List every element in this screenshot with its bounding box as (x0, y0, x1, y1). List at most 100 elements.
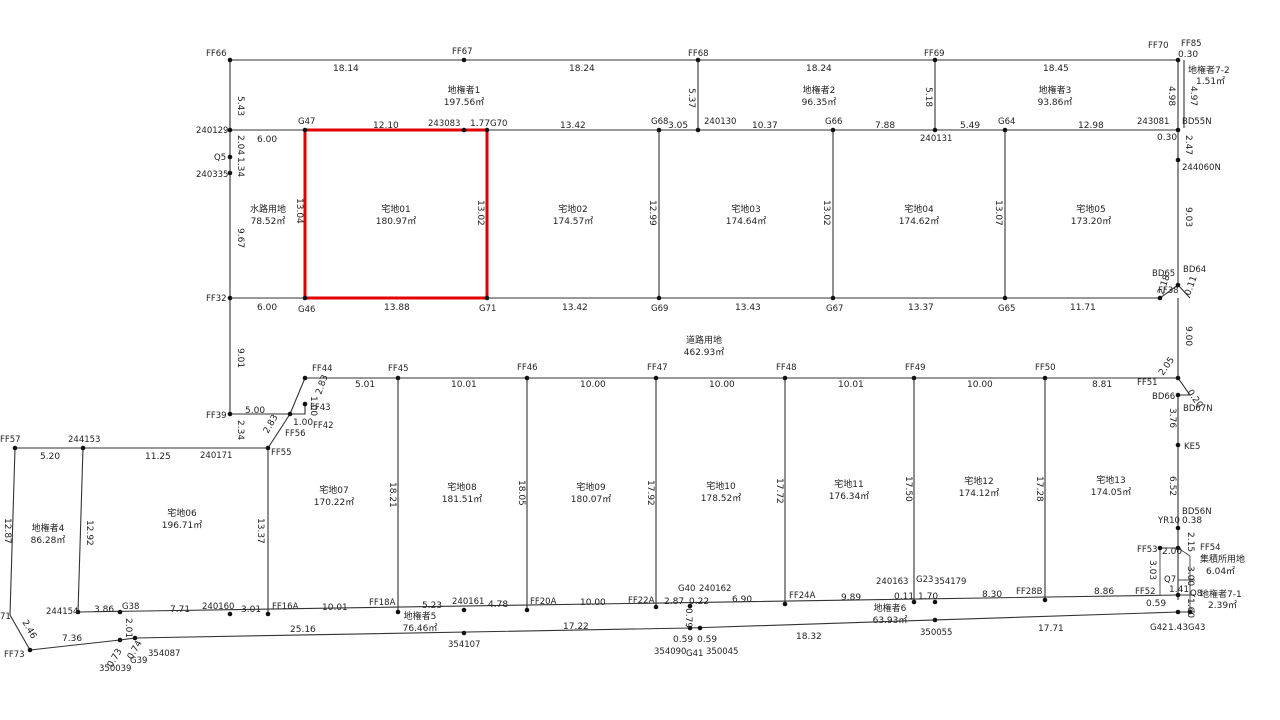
dim-label: 10.00 (580, 380, 606, 390)
point-label: G71 (479, 304, 496, 314)
point-label: BD55N (1182, 117, 1212, 127)
point-label: 71 (0, 612, 11, 622)
dim-label: 13.37 (255, 518, 265, 544)
dim-label: 12.10 (373, 121, 399, 131)
point-label: 240161 (452, 597, 484, 607)
svg-text:63.93㎡: 63.93㎡ (873, 615, 908, 626)
dim-label: 10.00 (967, 380, 993, 390)
point-label: FF70 (1148, 41, 1169, 51)
dim-label: 4.98 (1166, 86, 1176, 106)
svg-text:96.35㎡: 96.35㎡ (802, 97, 837, 108)
point-label: G64 (998, 117, 1015, 127)
point-label: 244153 (68, 435, 100, 445)
dim-label: 7.71 (170, 605, 190, 615)
point-label: FF42 (313, 421, 334, 431)
point-label: FF24A (789, 591, 816, 601)
svg-text:173.20㎡: 173.20㎡ (1071, 216, 1112, 227)
svg-text:地権者3: 地権者3 (1039, 84, 1072, 96)
point-label: 240171 (200, 451, 232, 461)
dim-label: 17.22 (563, 622, 589, 632)
svg-text:86.28㎡: 86.28㎡ (31, 535, 66, 546)
dim-label: 3.03 (1147, 560, 1157, 580)
selected-lot-highlight[interactable] (303, 128, 489, 300)
dim-label: 9.00 (1183, 326, 1193, 346)
dim-label: 1.60 (1185, 598, 1195, 618)
point-label: FF56 (285, 429, 306, 439)
dim-label: 18.32 (796, 632, 822, 642)
svg-text:宅地01: 宅地01 (381, 203, 410, 215)
dim-label: 17.50 (903, 476, 913, 502)
dim-label: 10.01 (451, 380, 477, 390)
svg-text:宅地02: 宅地02 (558, 203, 587, 215)
point-label: G42 (1150, 623, 1167, 633)
point-label: 354107 (448, 640, 480, 650)
point-label: FF50 (1035, 363, 1056, 373)
dim-label: 1.00 (308, 396, 318, 416)
svg-text:174.62㎡: 174.62㎡ (899, 216, 940, 227)
dim-label: 18.14 (333, 64, 359, 74)
point-label: FF20A (530, 597, 557, 607)
dim-label: 18.21 (387, 482, 397, 508)
survey-points (12, 57, 1193, 653)
dim-label: 8.30 (982, 590, 1002, 600)
svg-text:宅地08: 宅地08 (447, 481, 477, 493)
point-label: FF53 (1137, 545, 1158, 555)
dim-label: 12.99 (647, 200, 657, 226)
dim-label: 17.71 (1038, 624, 1064, 634)
dim-label: 13.42 (560, 121, 586, 131)
point-label: FF38 (1158, 286, 1179, 296)
dim-label: 11.71 (1070, 303, 1096, 313)
dim-label: 13.43 (735, 303, 761, 313)
svg-text:宅地05: 宅地05 (1076, 203, 1105, 215)
point-label: FF57 (0, 435, 21, 445)
point-label: FF43 (310, 403, 331, 413)
lot-chiken7-2: 地権者7-21.51㎡ (1188, 64, 1230, 87)
dim-label: 1.70 (918, 592, 938, 602)
point-label: FF46 (517, 363, 538, 373)
dim-label: 6.52 (1167, 476, 1177, 496)
dimension-labels: 18.14 18.24 18.24 18.45 0.30 0.30 5.43 5… (2, 50, 1204, 670)
point-labels: FF66 FF67 FF68 FF69 FF70 FF85 240129 Q5 … (0, 39, 1221, 674)
point-label: G23 (916, 575, 933, 585)
svg-text:道路用地: 道路用地 (686, 334, 722, 346)
svg-text:462.93㎡: 462.93㎡ (684, 347, 725, 358)
dim-label: 0.59 (697, 635, 717, 645)
dim-label: 0.11 (894, 592, 914, 602)
dim-label: 5.37 (686, 88, 696, 108)
svg-text:宅地10: 宅地10 (706, 480, 736, 492)
point-label: Q7 (1164, 575, 1176, 585)
point-label: FF68 (688, 49, 709, 59)
point-label: G43 (1188, 623, 1205, 633)
point-label: 350055 (920, 628, 952, 638)
dim-label: 5.00 (245, 406, 265, 416)
svg-text:180.97㎡: 180.97㎡ (376, 216, 417, 227)
point-label: FF47 (647, 363, 668, 373)
svg-text:水路用地: 水路用地 (250, 203, 286, 215)
point-label: FF49 (905, 363, 926, 373)
dim-label: 18.05 (516, 480, 526, 506)
svg-text:宅地03: 宅地03 (731, 203, 760, 215)
dim-label: 10.00 (580, 598, 606, 608)
point-label: 244154 (46, 607, 78, 617)
point-label: 240129 (196, 126, 228, 136)
svg-text:176.34㎡: 176.34㎡ (829, 491, 870, 502)
dim-label: 18.45 (1043, 64, 1069, 74)
dim-label: 3.00 (1185, 566, 1195, 586)
dim-label: 0.30 (1178, 50, 1198, 60)
point-label: FF22A (628, 596, 655, 606)
dim-label: 4.78 (488, 600, 508, 610)
dim-label: 2.05 (1157, 356, 1177, 378)
point-label: FF85 (1181, 39, 1202, 49)
dim-label: 2.01 (123, 618, 133, 638)
boundary-lines (9, 59, 1195, 651)
